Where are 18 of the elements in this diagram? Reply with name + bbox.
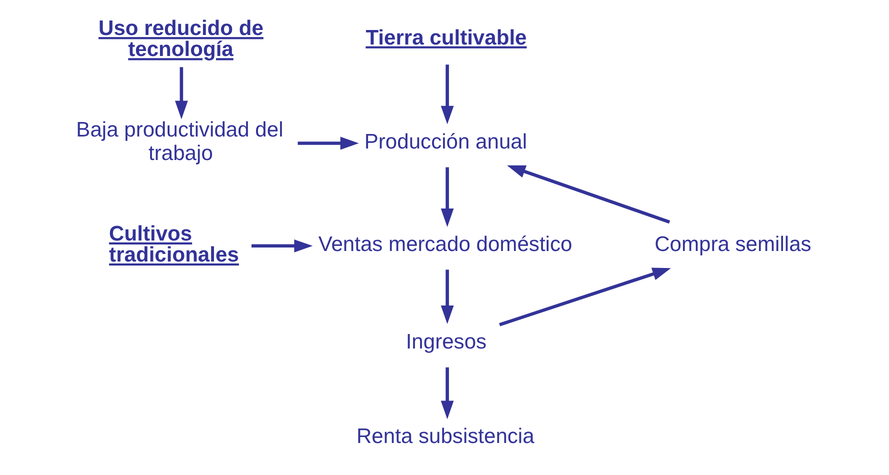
node-text: Compra semillas	[654, 232, 811, 256]
arrow	[498, 267, 670, 326]
node-text: Baja productividad del trabajo	[76, 118, 283, 165]
arrow	[440, 64, 454, 124]
node-text: Ventas mercado doméstico	[318, 232, 572, 256]
arrow	[440, 166, 454, 226]
arrow	[297, 136, 358, 150]
node-text: Tierra cultivable	[365, 26, 526, 49]
node-text: Renta subsistencia	[356, 424, 534, 448]
node-text: Producción anual	[364, 130, 527, 153]
arrow	[174, 66, 188, 119]
arrow	[506, 164, 670, 224]
node-text: Uso reducido de tecnología	[98, 16, 263, 61]
arrow	[440, 366, 454, 419]
arrow	[440, 269, 454, 324]
node-text: Ingresos	[405, 330, 486, 353]
node-text: Cultivos tradicionales	[108, 222, 238, 266]
arrow	[251, 238, 312, 252]
